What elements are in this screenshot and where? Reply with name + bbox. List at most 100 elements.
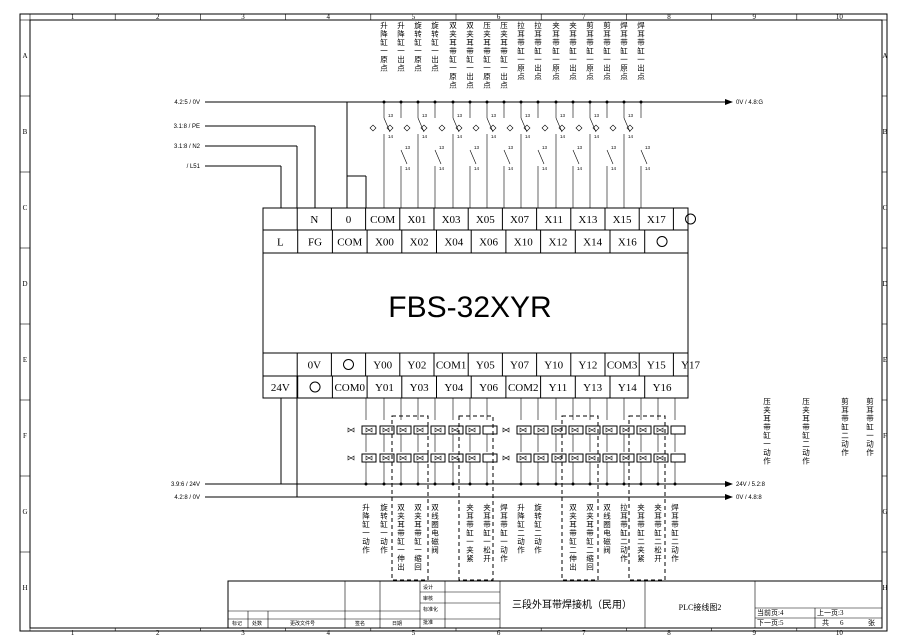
diode-icon	[519, 427, 527, 433]
junction-dot	[639, 100, 643, 104]
col-label: 1	[71, 13, 75, 21]
contact-num: 13	[594, 113, 600, 118]
output-label: 焊耳带缸一动作	[500, 502, 508, 563]
diode-icon	[382, 455, 390, 461]
junction-dot	[485, 100, 489, 104]
contact-num: 13	[491, 113, 497, 118]
terminal-label: Y14	[618, 382, 637, 394]
diode-icon	[622, 455, 630, 461]
diode-icon	[399, 427, 407, 433]
solenoid-coil	[413, 453, 429, 463]
input-label: 压夹耳带缸一出点	[500, 21, 508, 90]
inner-frame	[29, 19, 883, 629]
contact-num: 14	[628, 134, 634, 139]
output-label: 双夹耳带缸一伸出	[397, 503, 405, 572]
row-label: C	[23, 204, 28, 212]
junction-dot	[588, 100, 592, 104]
terminal-label: Y05	[476, 360, 495, 372]
solenoid-coil	[516, 453, 532, 463]
solenoid-coil	[396, 453, 412, 463]
out-24v-r-ref: 24V / 5.2:8	[736, 482, 766, 488]
right-label: 剪耳带缸二动作	[841, 396, 849, 457]
col-label: 6	[497, 629, 501, 636]
terminal-label: Y15	[647, 360, 666, 372]
plc-model: FBS-32XYR	[388, 291, 551, 324]
sensor-icon	[489, 124, 497, 132]
junction-dot	[588, 482, 592, 486]
diode-icon	[588, 427, 596, 433]
junction-dot	[451, 100, 455, 104]
col-label: 8	[667, 629, 671, 636]
switch-contact	[537, 149, 545, 165]
row-label: C	[883, 204, 888, 212]
terminal-label: X11	[544, 214, 563, 226]
col-label: 2	[156, 13, 160, 21]
output-label: 旋转缸二动作	[534, 502, 542, 555]
solenoid-coil	[482, 425, 498, 435]
diode-icon	[639, 427, 647, 433]
solenoid-coil	[413, 425, 429, 435]
solenoid-coil	[619, 425, 635, 435]
terminal-label: COM	[370, 214, 395, 226]
diode-icon	[347, 427, 355, 433]
junction-dot	[656, 482, 660, 486]
terminal-label: X04	[444, 237, 463, 249]
diode-icon	[656, 455, 664, 461]
diode-icon	[468, 427, 476, 433]
input-label: 焊耳带缸一原点	[620, 20, 628, 81]
terminal-label: Y01	[375, 382, 394, 394]
col-label: 10	[836, 629, 844, 636]
row-label: B	[883, 128, 888, 136]
row-label: B	[23, 128, 28, 136]
solenoid-coil	[551, 425, 567, 435]
solenoid-coil	[533, 425, 549, 435]
terminal-label: 24V	[271, 382, 290, 394]
output-label: 双夹耳带缸二伸出	[569, 503, 577, 572]
diode-icon	[382, 427, 390, 433]
input-label: 双夹耳带缸一原点	[449, 21, 457, 90]
input-label: 焊耳带缸一出点	[637, 20, 645, 81]
out-24v-ref: 3.9:6 / 24V	[171, 482, 200, 488]
sensor-icon	[386, 124, 394, 132]
solenoid-coil	[568, 453, 584, 463]
output-label: 夹耳带缸一松开	[483, 502, 491, 563]
contact-num: 13	[645, 145, 651, 150]
junction-dot	[382, 482, 386, 486]
sensor-icon	[403, 124, 411, 132]
col-label: 5	[412, 629, 416, 636]
diode-icon	[434, 455, 442, 461]
terminal-label: X03	[442, 214, 461, 226]
contact-num: 13	[439, 145, 445, 150]
sensor-icon	[541, 124, 549, 132]
mounting-hole-icon	[343, 359, 354, 370]
junction-dot	[622, 100, 626, 104]
contact-num: 14	[474, 166, 480, 171]
contact-num: 14	[577, 166, 583, 171]
drawing-name: PLC接线图2	[679, 602, 722, 612]
row-label: F	[883, 432, 887, 440]
tb-approve: 批准	[423, 619, 433, 626]
terminal-label: X06	[479, 237, 498, 249]
junction-dot	[485, 482, 489, 486]
sensor-icon	[506, 124, 514, 132]
in-n-ref: 3.1:8 / N2	[174, 144, 201, 150]
switch-contact	[606, 149, 614, 165]
terminal-label: Y16	[653, 382, 672, 394]
diode-icon	[571, 455, 579, 461]
mounting-hole-icon	[309, 381, 321, 393]
input-label: 剪耳带缸一出点	[603, 20, 611, 81]
diode-icon	[656, 427, 664, 433]
output-label: 升降缸二动作	[517, 503, 525, 555]
terminal-label: Y07	[510, 360, 529, 372]
solenoid-coil	[379, 425, 395, 435]
row-label: E	[23, 356, 27, 364]
diode-icon	[588, 455, 596, 461]
junction-dot	[416, 100, 420, 104]
contact-num: 13	[560, 113, 566, 118]
diode-icon	[468, 455, 476, 461]
input-label: 升降缸一原点	[380, 21, 388, 73]
terminal-label: X10	[514, 237, 533, 249]
solenoid-coil	[585, 453, 601, 463]
terminal-label: Y02	[407, 360, 426, 372]
